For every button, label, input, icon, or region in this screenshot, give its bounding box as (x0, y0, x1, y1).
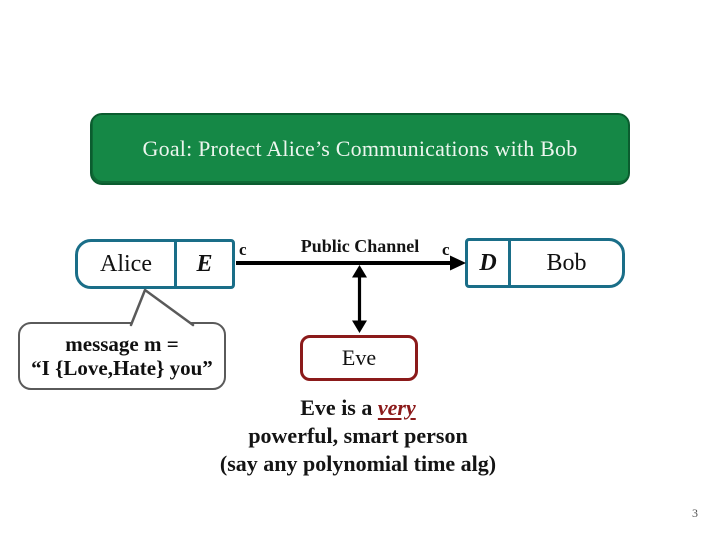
eve-note-line1: Eve is a very (157, 394, 559, 422)
eve-box: Eve (300, 335, 418, 381)
decrypt-box: D (468, 241, 511, 285)
message-line2: “I {Love,Hate} you” (31, 356, 213, 380)
eve-label: Eve (341, 345, 377, 370)
eve-note-emphasis: very (377, 395, 416, 420)
channel-arrow-icon (236, 255, 466, 271)
slide-page-number: 3 (692, 506, 698, 520)
callout-tail-icon (129, 288, 195, 327)
message-line1: message m = (65, 332, 179, 356)
eve-note-line3: (say any polynomial time alg) (219, 451, 497, 476)
message-callout: message m = “I {Love,Hate} you” (18, 322, 226, 390)
encrypt-box: E (174, 242, 232, 286)
bob-box: D Bob (465, 238, 625, 288)
title-banner: Goal: Protect Alice’s Communications wit… (90, 113, 630, 185)
ciphertext-label-left: c (239, 240, 247, 259)
alice-box: Alice E (75, 239, 235, 289)
alice-label: Alice (100, 250, 152, 277)
public-channel-label: Public Channel (300, 236, 420, 256)
eve-note-line2: powerful, smart person (248, 423, 468, 448)
slide-title: Goal: Protect Alice’s Communications wit… (142, 136, 578, 161)
bob-label: Bob (546, 249, 587, 276)
eve-note-prefix: Eve is a (300, 395, 378, 420)
eve-note: Eve is a very powerful, smart person (sa… (157, 394, 559, 478)
ciphertext-label-right: c (442, 240, 450, 259)
eavesdrop-arrow-icon (352, 265, 367, 333)
